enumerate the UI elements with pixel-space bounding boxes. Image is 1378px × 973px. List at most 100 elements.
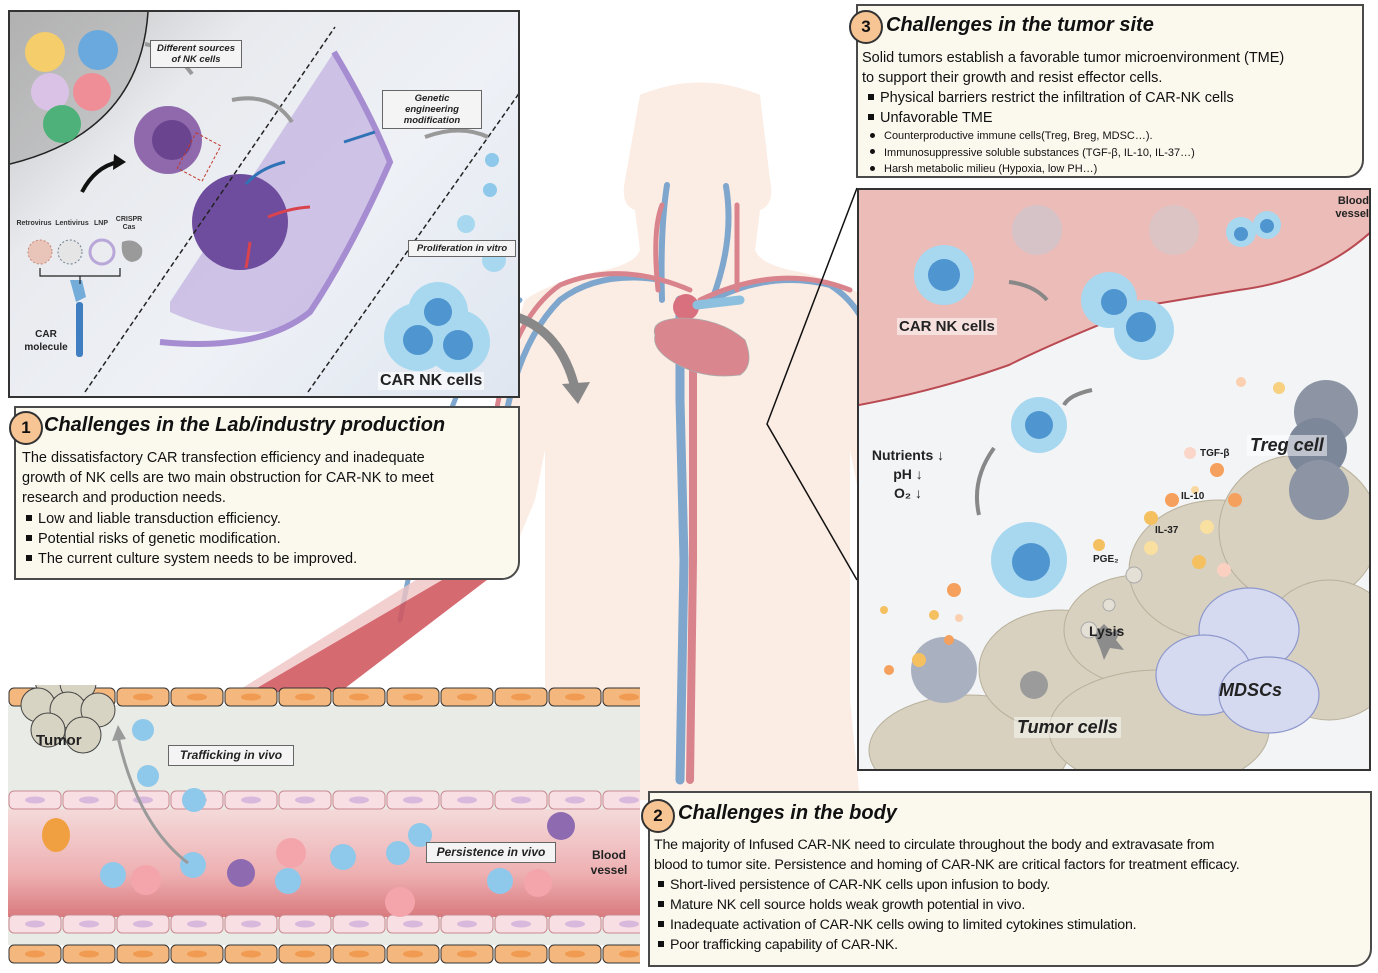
label-car-nk-cells-tumor: CAR NK cells <box>897 318 997 335</box>
retrovirus-icon <box>27 239 53 265</box>
challenge-3-intro-line: Solid tumors establish a favorable tumor… <box>862 50 1285 66</box>
challenge-2-intro-line: blood to tumor site. Persistence and hom… <box>654 857 1240 873</box>
tag-proliferation: Proliferation in vitro <box>408 240 516 257</box>
red-cell <box>73 73 111 111</box>
vessel-wall-nucleus <box>295 920 315 928</box>
challenge-2-intro-line: The majority of Infused CAR-NK need to c… <box>654 837 1215 853</box>
blood-vessel-panel: Tumor Trafficking in vivo Persistence in… <box>8 685 640 970</box>
vessel-wall-nucleus <box>511 950 531 958</box>
challenge-3-sub-bullet: Counterproductive immune cells(Treg, Bre… <box>870 128 1195 145</box>
tumor-mass <box>20 685 116 754</box>
lnp-icon <box>88 238 116 266</box>
condition-oxygen: O₂ ↓ <box>894 485 922 501</box>
tag-genetic-engineering: Genetic engineering modification <box>382 90 482 129</box>
vessel-inner-wall-bottom <box>8 914 640 934</box>
car-nk-cell <box>914 245 974 305</box>
challenge-3-box: 3 Challenges in the tumor site Solid tum… <box>849 4 1364 178</box>
yellow-cell <box>25 32 65 72</box>
label-blood-vessel-tumor: Blood vessel <box>1335 195 1369 220</box>
vessel-wall-nucleus <box>619 693 639 701</box>
vessel-wall-nucleus <box>79 796 99 804</box>
challenge-1-intro: The dissatisfactory CAR transfection eff… <box>22 448 434 508</box>
vessel-wall-nucleus <box>187 950 207 958</box>
challenge-3-sub-bullets: Counterproductive immune cells(Treg, Bre… <box>870 128 1195 178</box>
vessel-wall-nucleus <box>133 950 153 958</box>
challenge-1-intro-line: The dissatisfactory CAR transfection eff… <box>22 450 425 466</box>
challenge-1-box: 1 Challenges in the Lab/industry product… <box>9 406 520 580</box>
vessel-wall-nucleus <box>241 796 261 804</box>
vessel-wall-nucleus <box>241 693 261 701</box>
vessel-wall-nucleus <box>25 950 45 958</box>
lab-production-panel: Different sources of NK cells Genetic en… <box>8 10 520 398</box>
vessel-wall-nucleus <box>403 950 423 958</box>
challenge-3-sub-bullet: Harsh metabolic milieu (Hypoxia, low PH…… <box>870 161 1195 178</box>
right-arm-artery <box>697 275 853 303</box>
vessel-wall-nucleus <box>79 950 99 958</box>
lab-illustration <box>10 12 518 393</box>
right-jugular-vein <box>709 183 732 303</box>
tumor-callout-lines <box>766 187 858 581</box>
blood-cells <box>42 812 575 917</box>
car-nk-cell-extravasating <box>1081 272 1174 360</box>
vessel-wall-nucleus <box>457 950 477 958</box>
label-il-37: IL-37 <box>1155 525 1179 536</box>
vessel-wall-nucleus <box>403 920 423 928</box>
nucleus <box>192 174 288 270</box>
vessel-inner-wall-top <box>8 790 640 810</box>
vessel-wall-nucleus <box>25 920 45 928</box>
purple-cell <box>31 73 69 111</box>
label-tumor-cells: Tumor cells <box>1014 717 1121 738</box>
green-cell <box>43 105 81 143</box>
label-lentivirus: Lentivirus <box>55 220 89 227</box>
mdsc-cell <box>1155 587 1320 734</box>
vessel-wall-nucleus <box>241 920 261 928</box>
vessel-wall-nucleus <box>295 950 315 958</box>
label-pge2: PGE₂ <box>1093 554 1119 565</box>
vena-cava <box>675 295 689 785</box>
vessel-lumen <box>8 809 640 917</box>
car-molecule-icon <box>76 302 83 357</box>
vessel-wall-nucleus <box>619 950 639 958</box>
car-nk-cells <box>100 719 513 894</box>
challenge-1-bullet: Low and liable transduction efficiency. <box>26 509 357 529</box>
vessel-wall-nucleus <box>619 920 639 928</box>
challenge-1-intro-line: research and production needs. <box>22 490 226 506</box>
vessel-outer-wall-bottom <box>8 944 640 964</box>
challenge-1-title: Challenges in the Lab/industry productio… <box>44 414 446 436</box>
label-crispr-cas: CRISPR Cas <box>115 216 143 231</box>
lentivirus-icon <box>57 239 83 265</box>
condition-ph: pH ↓ <box>893 466 923 482</box>
vessel-wall-nucleus <box>133 920 153 928</box>
aorta <box>686 356 697 784</box>
vessel-wall-nucleus <box>619 796 639 804</box>
label-lysis: Lysis <box>1089 623 1125 639</box>
label-tgf-beta: TGF-β <box>1200 448 1230 459</box>
vessel-wall-nucleus <box>133 693 153 701</box>
tag-persistence: Persistence in vivo <box>426 842 556 863</box>
challenge-2-bullet: Short-lived persistence of CAR-NK cells … <box>658 875 1136 895</box>
label-tumor: Tumor <box>36 732 82 749</box>
car-nk-cell <box>1011 397 1067 453</box>
vessel-wall-nucleus <box>187 693 207 701</box>
vessel-wall-nucleus <box>349 920 369 928</box>
challenge-2-bullet: Poor trafficking capability of CAR-NK. <box>658 935 1136 955</box>
challenge-3-badge: 3 <box>849 10 883 44</box>
challenge-2-box: 2 Challenges in the body The majority of… <box>641 791 1372 967</box>
condition-nutrients: Nutrients ↓ <box>871 447 945 463</box>
crispr-cas-icon <box>121 240 143 262</box>
human-body-silhouette <box>490 82 905 800</box>
vessel-wall-nucleus <box>133 796 153 804</box>
challenge-1-bullet: Potential risks of genetic modification. <box>26 529 357 549</box>
vessel-wall-nucleus <box>511 920 531 928</box>
vessel-wall-nucleus <box>79 920 99 928</box>
vessel-wall-nucleus <box>295 693 315 701</box>
label-blood-vessel-body: Blood vessel <box>590 848 628 877</box>
challenge-2-title: Challenges in the body <box>678 802 897 824</box>
label-retrovirus: Retrovirus <box>16 220 52 227</box>
challenge-3-sub-bullet: Immunosuppressive soluble substances (TG… <box>870 145 1195 162</box>
vessel-projection <box>250 552 500 692</box>
label-lnp: LNP <box>94 220 108 227</box>
label-car-molecule: CAR molecule <box>24 329 68 353</box>
left-jugular-vein <box>658 182 670 303</box>
challenge-1-bullets: Low and liable transduction efficiency. … <box>26 509 357 569</box>
